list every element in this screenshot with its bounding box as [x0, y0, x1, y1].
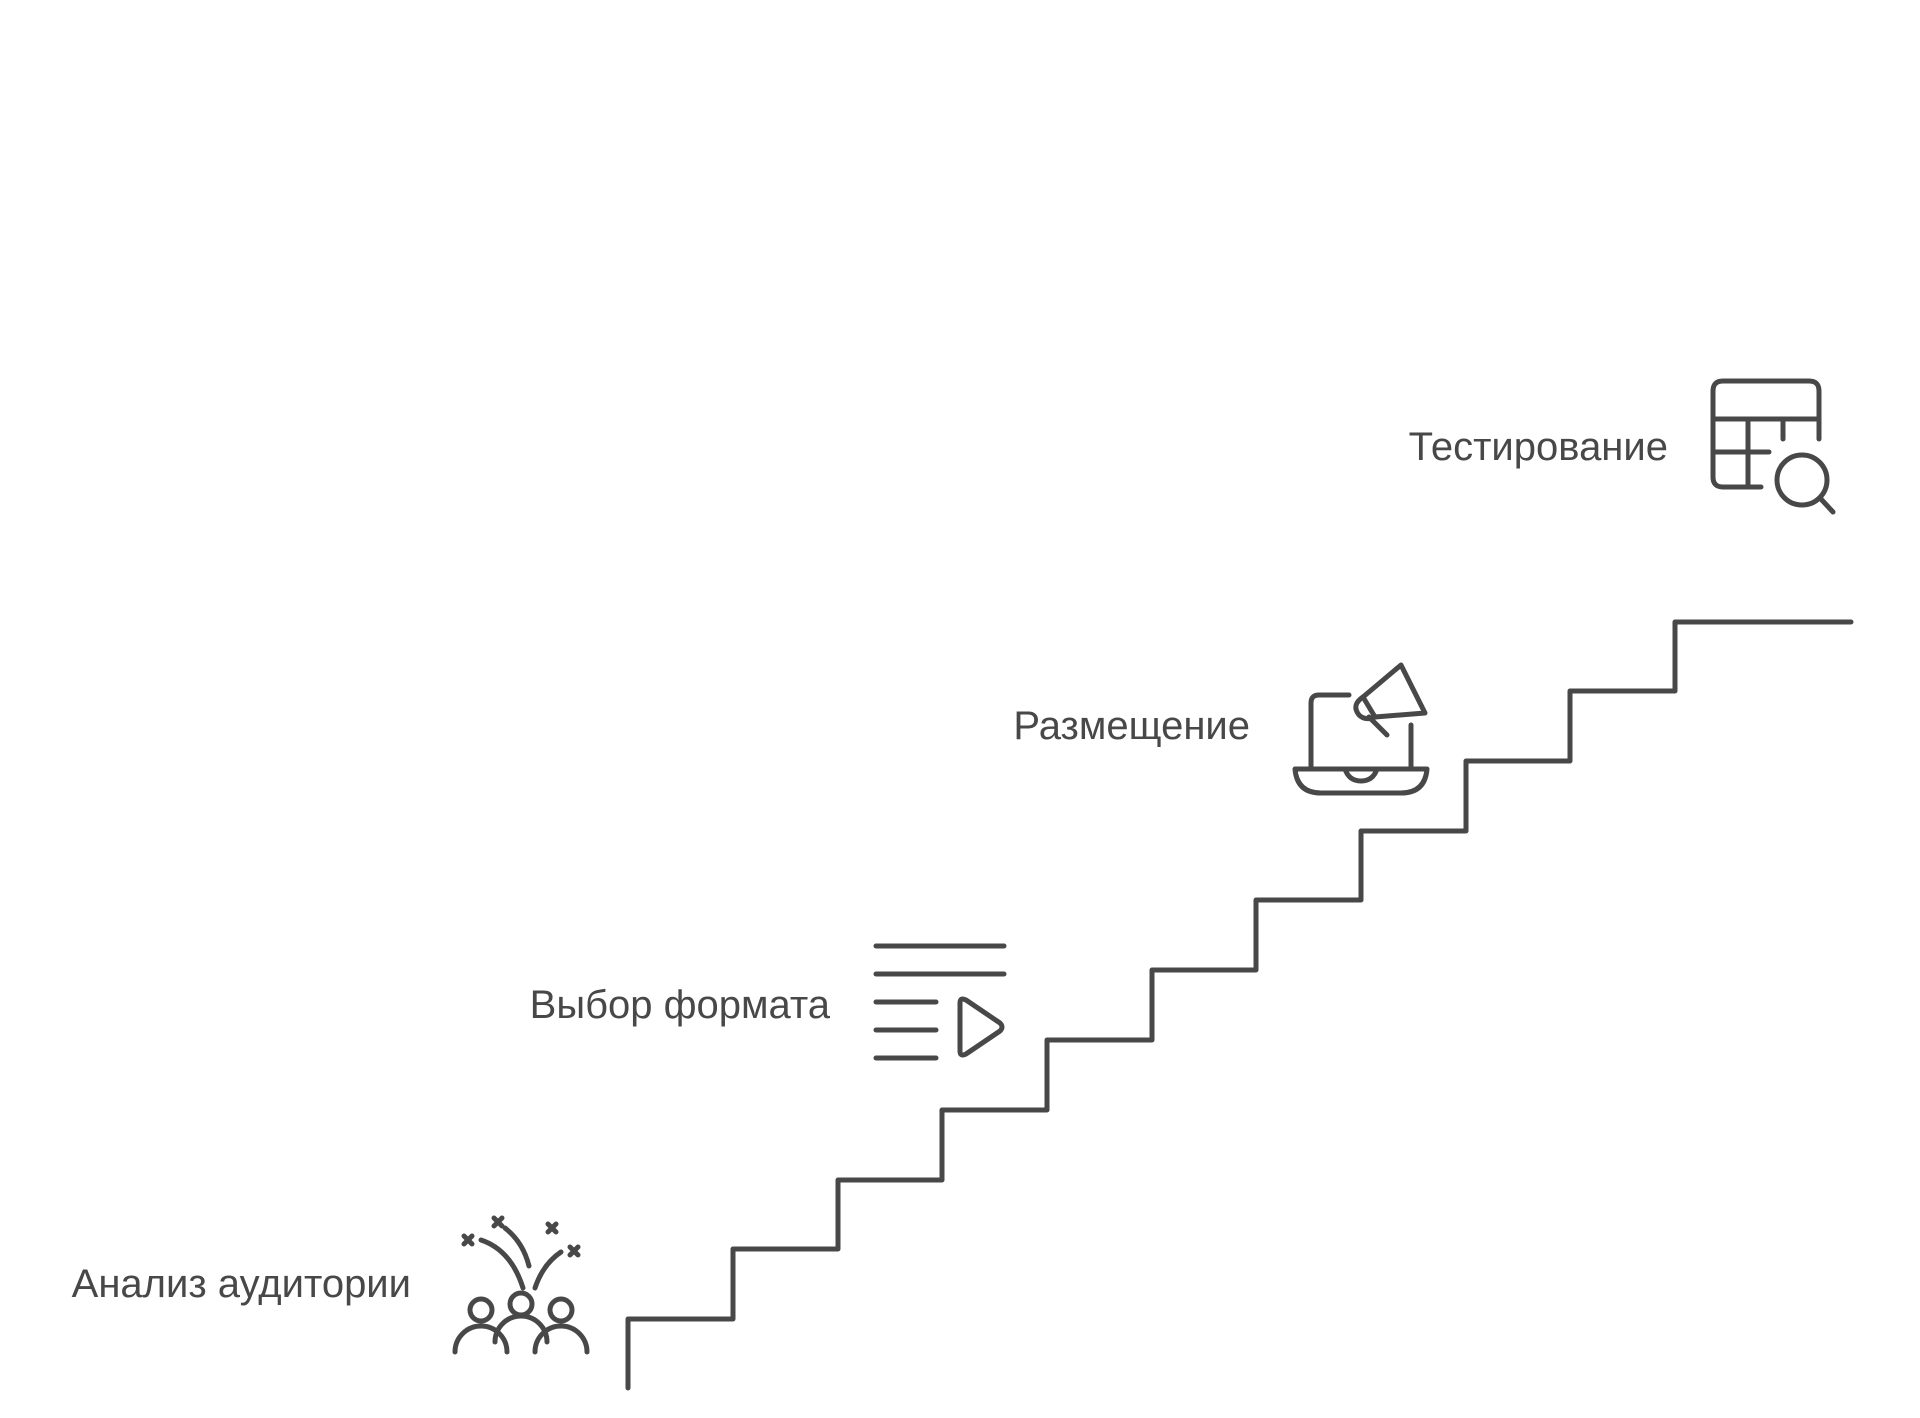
table-search-icon [1710, 378, 1836, 515]
step-label-testing: Тестирование [1409, 425, 1668, 469]
step-label-format-choice: Выбор формата [530, 983, 831, 1027]
text-video-format-icon [873, 943, 1007, 1061]
step-label-audience-analysis: Анализ аудитории [72, 1262, 411, 1306]
laptop-megaphone-icon [1292, 662, 1430, 796]
step-label-placement: Размещение [1013, 704, 1250, 748]
audience-celebration-icon [452, 1215, 590, 1355]
staircase-line [625, 619, 1854, 1391]
